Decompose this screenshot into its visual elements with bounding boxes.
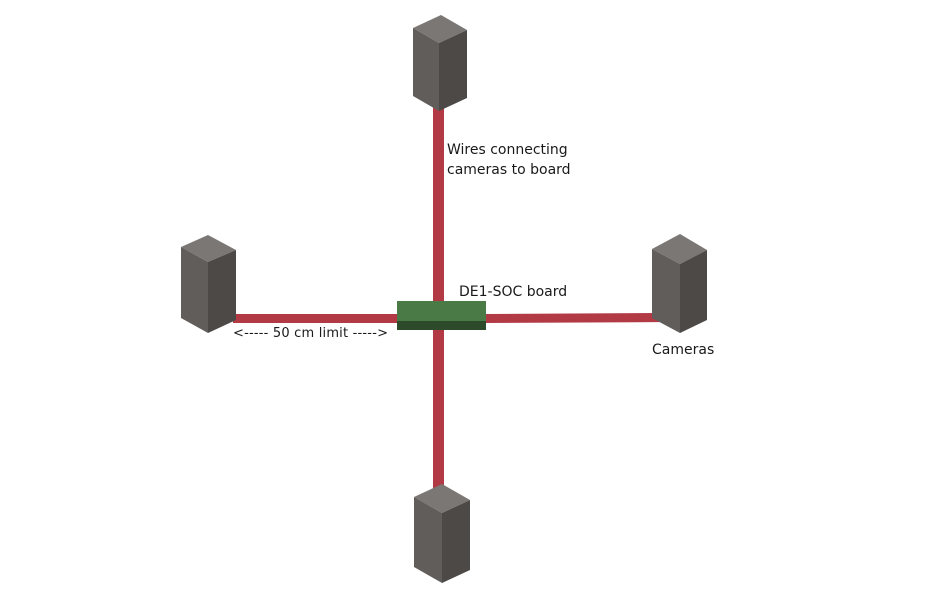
wire-top [433, 105, 444, 305]
wires-label-line1: Wires connecting [447, 142, 568, 158]
wires-label: Wires connecting cameras to board [447, 140, 571, 180]
camera-top [413, 15, 467, 111]
de1-soc-board [397, 301, 486, 330]
distance-limit-label: <----- 50 cm limit -----> [233, 326, 389, 341]
board-label: DE1-SOC board [459, 284, 568, 300]
camera-left [181, 235, 236, 333]
wires-label-line2: cameras to board [447, 162, 571, 178]
wire-right [484, 313, 673, 323]
cameras-label: Cameras [652, 342, 715, 358]
camera-right [652, 234, 707, 333]
wire-bottom [433, 325, 444, 490]
wires [233, 105, 673, 490]
wire-left [233, 314, 401, 323]
camera-bottom [414, 484, 470, 583]
